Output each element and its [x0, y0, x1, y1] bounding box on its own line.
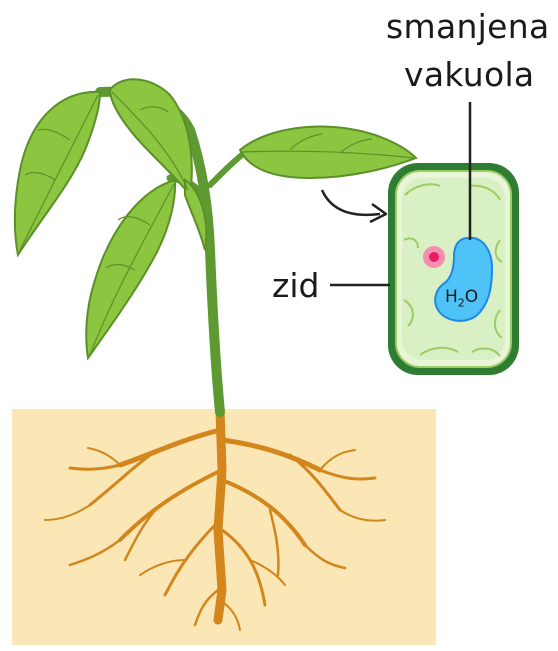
wall-label: zid [272, 269, 319, 302]
plant-cell [388, 163, 519, 375]
leaf-to-cell-arrow [322, 190, 380, 215]
nucleolus [429, 252, 439, 262]
water-label: H2O [445, 287, 478, 309]
water-label-prefix: H [445, 287, 458, 307]
vacuole-label-line2: vakuola [404, 58, 534, 91]
water-label-subscript: 2 [458, 296, 465, 309]
vacuole-label-line1: smanjena [386, 10, 549, 43]
water-label-suffix: O [465, 287, 478, 307]
